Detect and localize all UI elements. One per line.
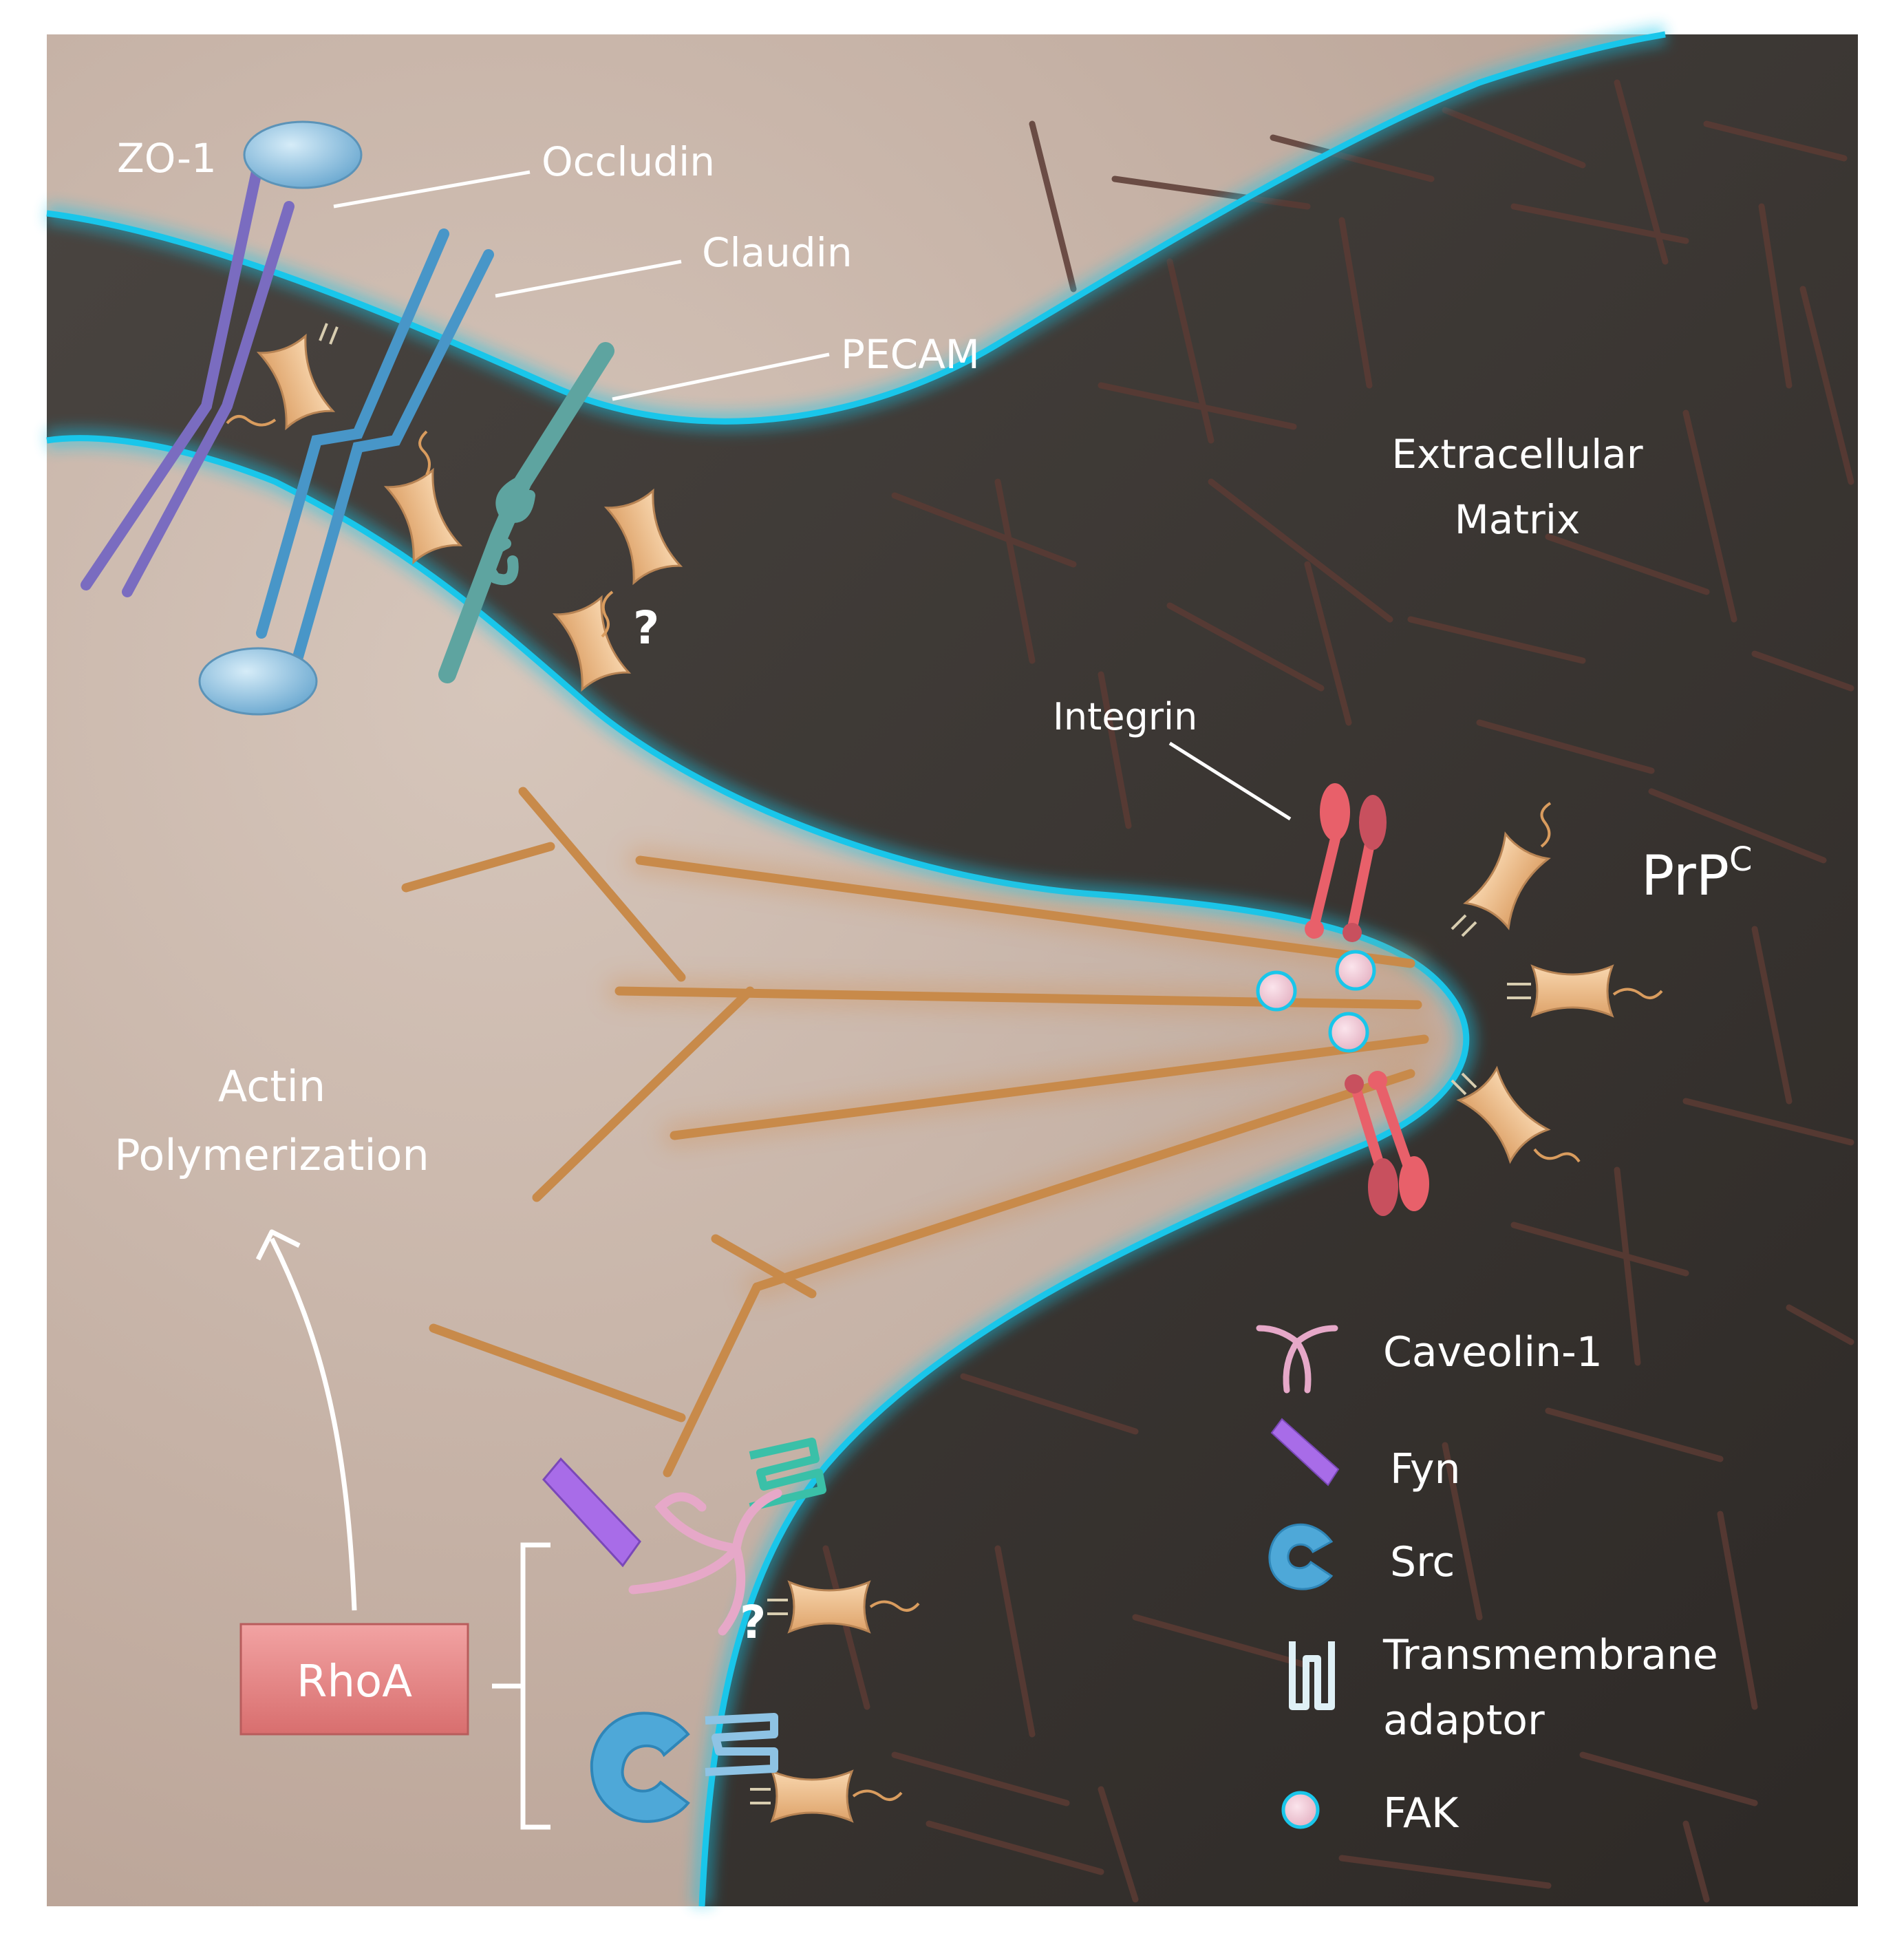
occludin-label: Occludin: [542, 138, 715, 185]
adaptor-upper: [749, 1438, 826, 1511]
matrix-fiber: [1208, 478, 1393, 623]
matrix-fiber: [1029, 120, 1077, 292]
rhoa-label: RhoA: [297, 1656, 412, 1707]
signaling-complex: RhoA: [239, 1229, 826, 1830]
legend-adaptor-label-line2: adaptor: [1383, 1696, 1545, 1745]
matrix-fiber: [1338, 1855, 1552, 1889]
matrix-fiber: [891, 492, 1077, 568]
matrix-fiber: [891, 1751, 1070, 1806]
matrix-fiber: [1098, 382, 1297, 430]
fak-icon: [1281, 1791, 1320, 1829]
zo1-protein-bottom: [198, 647, 318, 716]
matrix-fiber: [1166, 602, 1325, 692]
ecm-label-line2: Matrix: [1455, 496, 1581, 543]
caveolin-icon: [1256, 1325, 1338, 1394]
matrix-fiber: [1751, 650, 1854, 692]
matrix-fiber: [1132, 1614, 1311, 1669]
src-icon: [1268, 1523, 1334, 1590]
matrix-fiber: [994, 1545, 1036, 1738]
fyn-icon: [1270, 1418, 1340, 1486]
tight-junction-complex: [81, 120, 614, 716]
question-mark-bottom: ?: [740, 1596, 766, 1649]
matrix-fiber: [1703, 120, 1848, 162]
legend: Caveolin-1 Fyn Src Transmembrane adaptor…: [1256, 1325, 1718, 1837]
matrix-fiber: [1407, 616, 1586, 664]
matrix-fiber: [1682, 1098, 1854, 1146]
rhoa-bracket: [492, 1542, 550, 1830]
pecam-protein: [438, 342, 614, 683]
question-mark-top: ?: [633, 601, 659, 654]
ecm-label-line1: Extracellular: [1391, 431, 1643, 478]
fak-spheres: [1256, 950, 1376, 1053]
src-shape: [590, 1712, 690, 1823]
actin-label-line2: Polymerization: [114, 1130, 429, 1180]
actin-label-line1: Actin: [218, 1061, 325, 1111]
label-connectors: [333, 170, 1292, 821]
caveolin-shape: [628, 1489, 782, 1636]
prpc-label-main: PrP: [1641, 844, 1729, 908]
prpc-label-superscript: C: [1729, 840, 1753, 879]
rhoa-box: [239, 1623, 469, 1736]
diagram-labels: ZO-1 Occludin Claudin PECAM Extracellula…: [114, 135, 1752, 1649]
matrix-fiber: [1098, 671, 1132, 829]
matrix-fiber: [926, 1820, 1104, 1875]
matrix-fiber: [1545, 533, 1710, 595]
legend-fyn-label: Fyn: [1390, 1445, 1461, 1493]
legend-adaptor-label-line1: Transmembrane: [1382, 1631, 1718, 1679]
rhoa-arrow: [269, 1237, 357, 1611]
matrix-fiber: [1614, 79, 1669, 265]
matrix-fiber: [1717, 1511, 1758, 1710]
matrix-fiber: [1758, 203, 1793, 389]
legend-fak-label: FAK: [1383, 1789, 1459, 1837]
matrix-fiber: [994, 478, 1036, 664]
integrin-proteins: [1305, 783, 1429, 1216]
matrix-fibers: [822, 79, 1854, 1903]
occludin-protein: [81, 160, 295, 597]
matrix-fiber: [1338, 217, 1373, 389]
actin-filaments: [401, 787, 1437, 1478]
matrix-fiber: [1304, 561, 1352, 726]
matrix-fiber: [1751, 926, 1793, 1105]
matrix-fiber: [1579, 1751, 1758, 1806]
matrix-fiber: [1098, 1786, 1139, 1903]
legend-caveolin-label: Caveolin-1: [1383, 1328, 1603, 1376]
prpc-label: PrPC: [1641, 840, 1752, 908]
zo1-label: ZO-1: [117, 135, 217, 182]
matrix-fiber: [1442, 107, 1586, 169]
adaptor-lower: [705, 1713, 778, 1776]
pecam-label: PECAM: [841, 331, 980, 378]
matrix-fiber: [1442, 1442, 1483, 1621]
matrix-fiber: [960, 1373, 1139, 1435]
matrix-fiber: [1476, 719, 1655, 774]
integrin-label: Integrin: [1053, 695, 1197, 738]
matrix-fiber: [1270, 134, 1435, 182]
matrix-fiber: [1545, 1407, 1724, 1462]
claudin-label: Claudin: [702, 229, 853, 276]
matrix-fiber: [1682, 1820, 1710, 1903]
matrix-fiber: [1111, 175, 1311, 210]
claudin-protein: [256, 228, 494, 670]
matrix-fiber: [1648, 788, 1827, 864]
fyn-shape: [542, 1457, 641, 1568]
matrix-fiber: [1786, 1304, 1854, 1345]
matrix-fiber: [1614, 1166, 1641, 1366]
zo1-protein-top: [243, 120, 363, 189]
legend-src-label: Src: [1390, 1538, 1455, 1586]
matrix-fiber: [822, 1545, 870, 1710]
arrow-head-icon: [255, 1229, 301, 1261]
matrix-fiber: [1799, 286, 1854, 485]
transmembrane-adaptor-icon: [1289, 1641, 1335, 1710]
matrix-fiber: [1510, 1222, 1689, 1277]
prpc-proteins: [226, 323, 1663, 1822]
matrix-fiber: [1682, 409, 1737, 623]
